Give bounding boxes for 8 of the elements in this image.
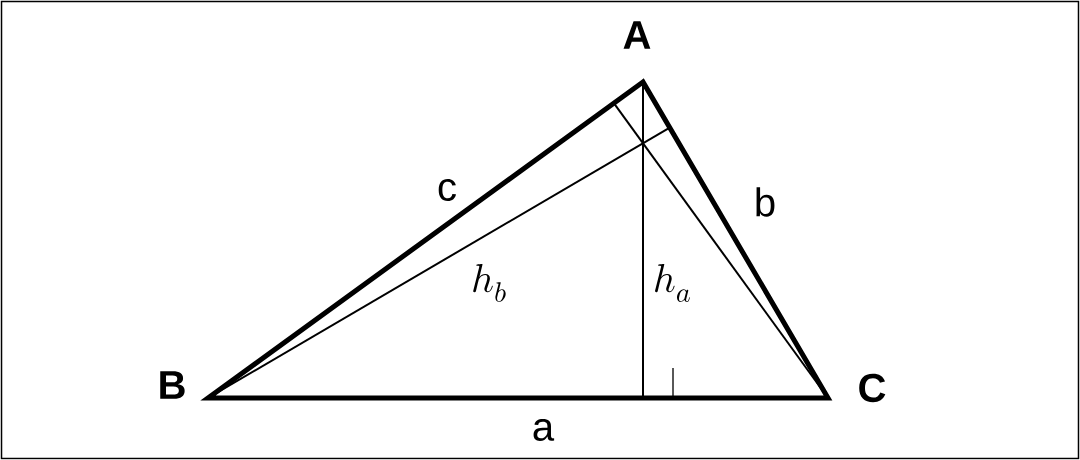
vertex-label: B <box>160 371 185 399</box>
altitude-label: $h_a$ <box>655 264 690 302</box>
vertex-label: A <box>623 21 651 49</box>
side-label: c <box>438 179 456 201</box>
side-label: a <box>533 419 555 441</box>
side-label: b <box>756 187 775 217</box>
vertex-label: C <box>859 373 886 403</box>
altitude-label: $h_b$ <box>473 264 506 302</box>
